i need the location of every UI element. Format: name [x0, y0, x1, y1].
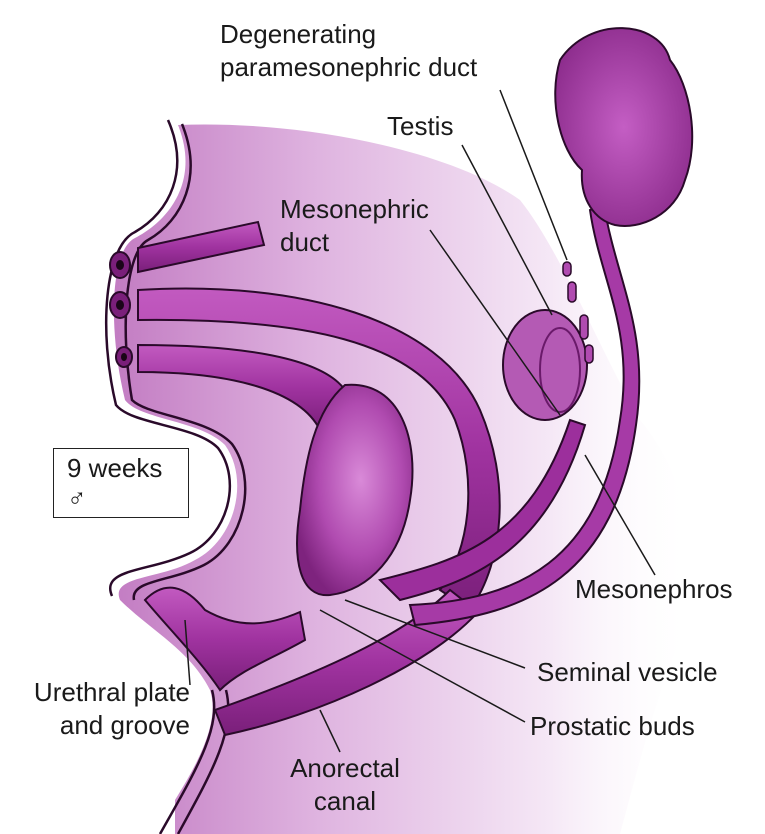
- label-degenerating-duct-line1: Degenerating: [220, 18, 477, 51]
- label-seminal-vesicle: Seminal vesicle: [537, 656, 718, 689]
- label-mesonephros: Mesonephros: [575, 573, 733, 606]
- age-box: 9 weeks ♂: [53, 448, 189, 518]
- male-symbol-icon: ♂: [67, 483, 188, 513]
- label-degenerating-duct: Degenerating paramesonephric duct: [220, 18, 477, 84]
- label-seminal-vesicle-text: Seminal vesicle: [537, 656, 718, 689]
- label-degenerating-duct-line2: paramesonephric duct: [220, 51, 477, 84]
- label-urethral-plate: Urethral plate and groove: [10, 676, 190, 742]
- label-testis: Testis: [387, 110, 453, 143]
- testis-shape: [503, 310, 587, 420]
- label-urethral-plate-line2: and groove: [10, 709, 190, 742]
- label-anorectal-canal-line2: canal: [280, 785, 410, 818]
- age-box-weeks: 9 weeks: [67, 453, 188, 483]
- label-anorectal-canal-line1: Anorectal: [280, 752, 410, 785]
- label-mesonephros-text: Mesonephros: [575, 573, 733, 606]
- label-mesonephric-duct: Mesonephric duct: [280, 193, 429, 259]
- label-testis-text: Testis: [387, 110, 453, 143]
- label-urethral-plate-line1: Urethral plate: [10, 676, 190, 709]
- label-prostatic-buds: Prostatic buds: [530, 710, 695, 743]
- label-prostatic-buds-text: Prostatic buds: [530, 710, 695, 743]
- kidney-shape: [555, 28, 692, 226]
- duct-openings: [110, 252, 132, 367]
- label-anorectal-canal: Anorectal canal: [280, 752, 410, 818]
- label-mesonephric-duct-line1: Mesonephric: [280, 193, 429, 226]
- label-mesonephric-duct-line2: duct: [280, 226, 429, 259]
